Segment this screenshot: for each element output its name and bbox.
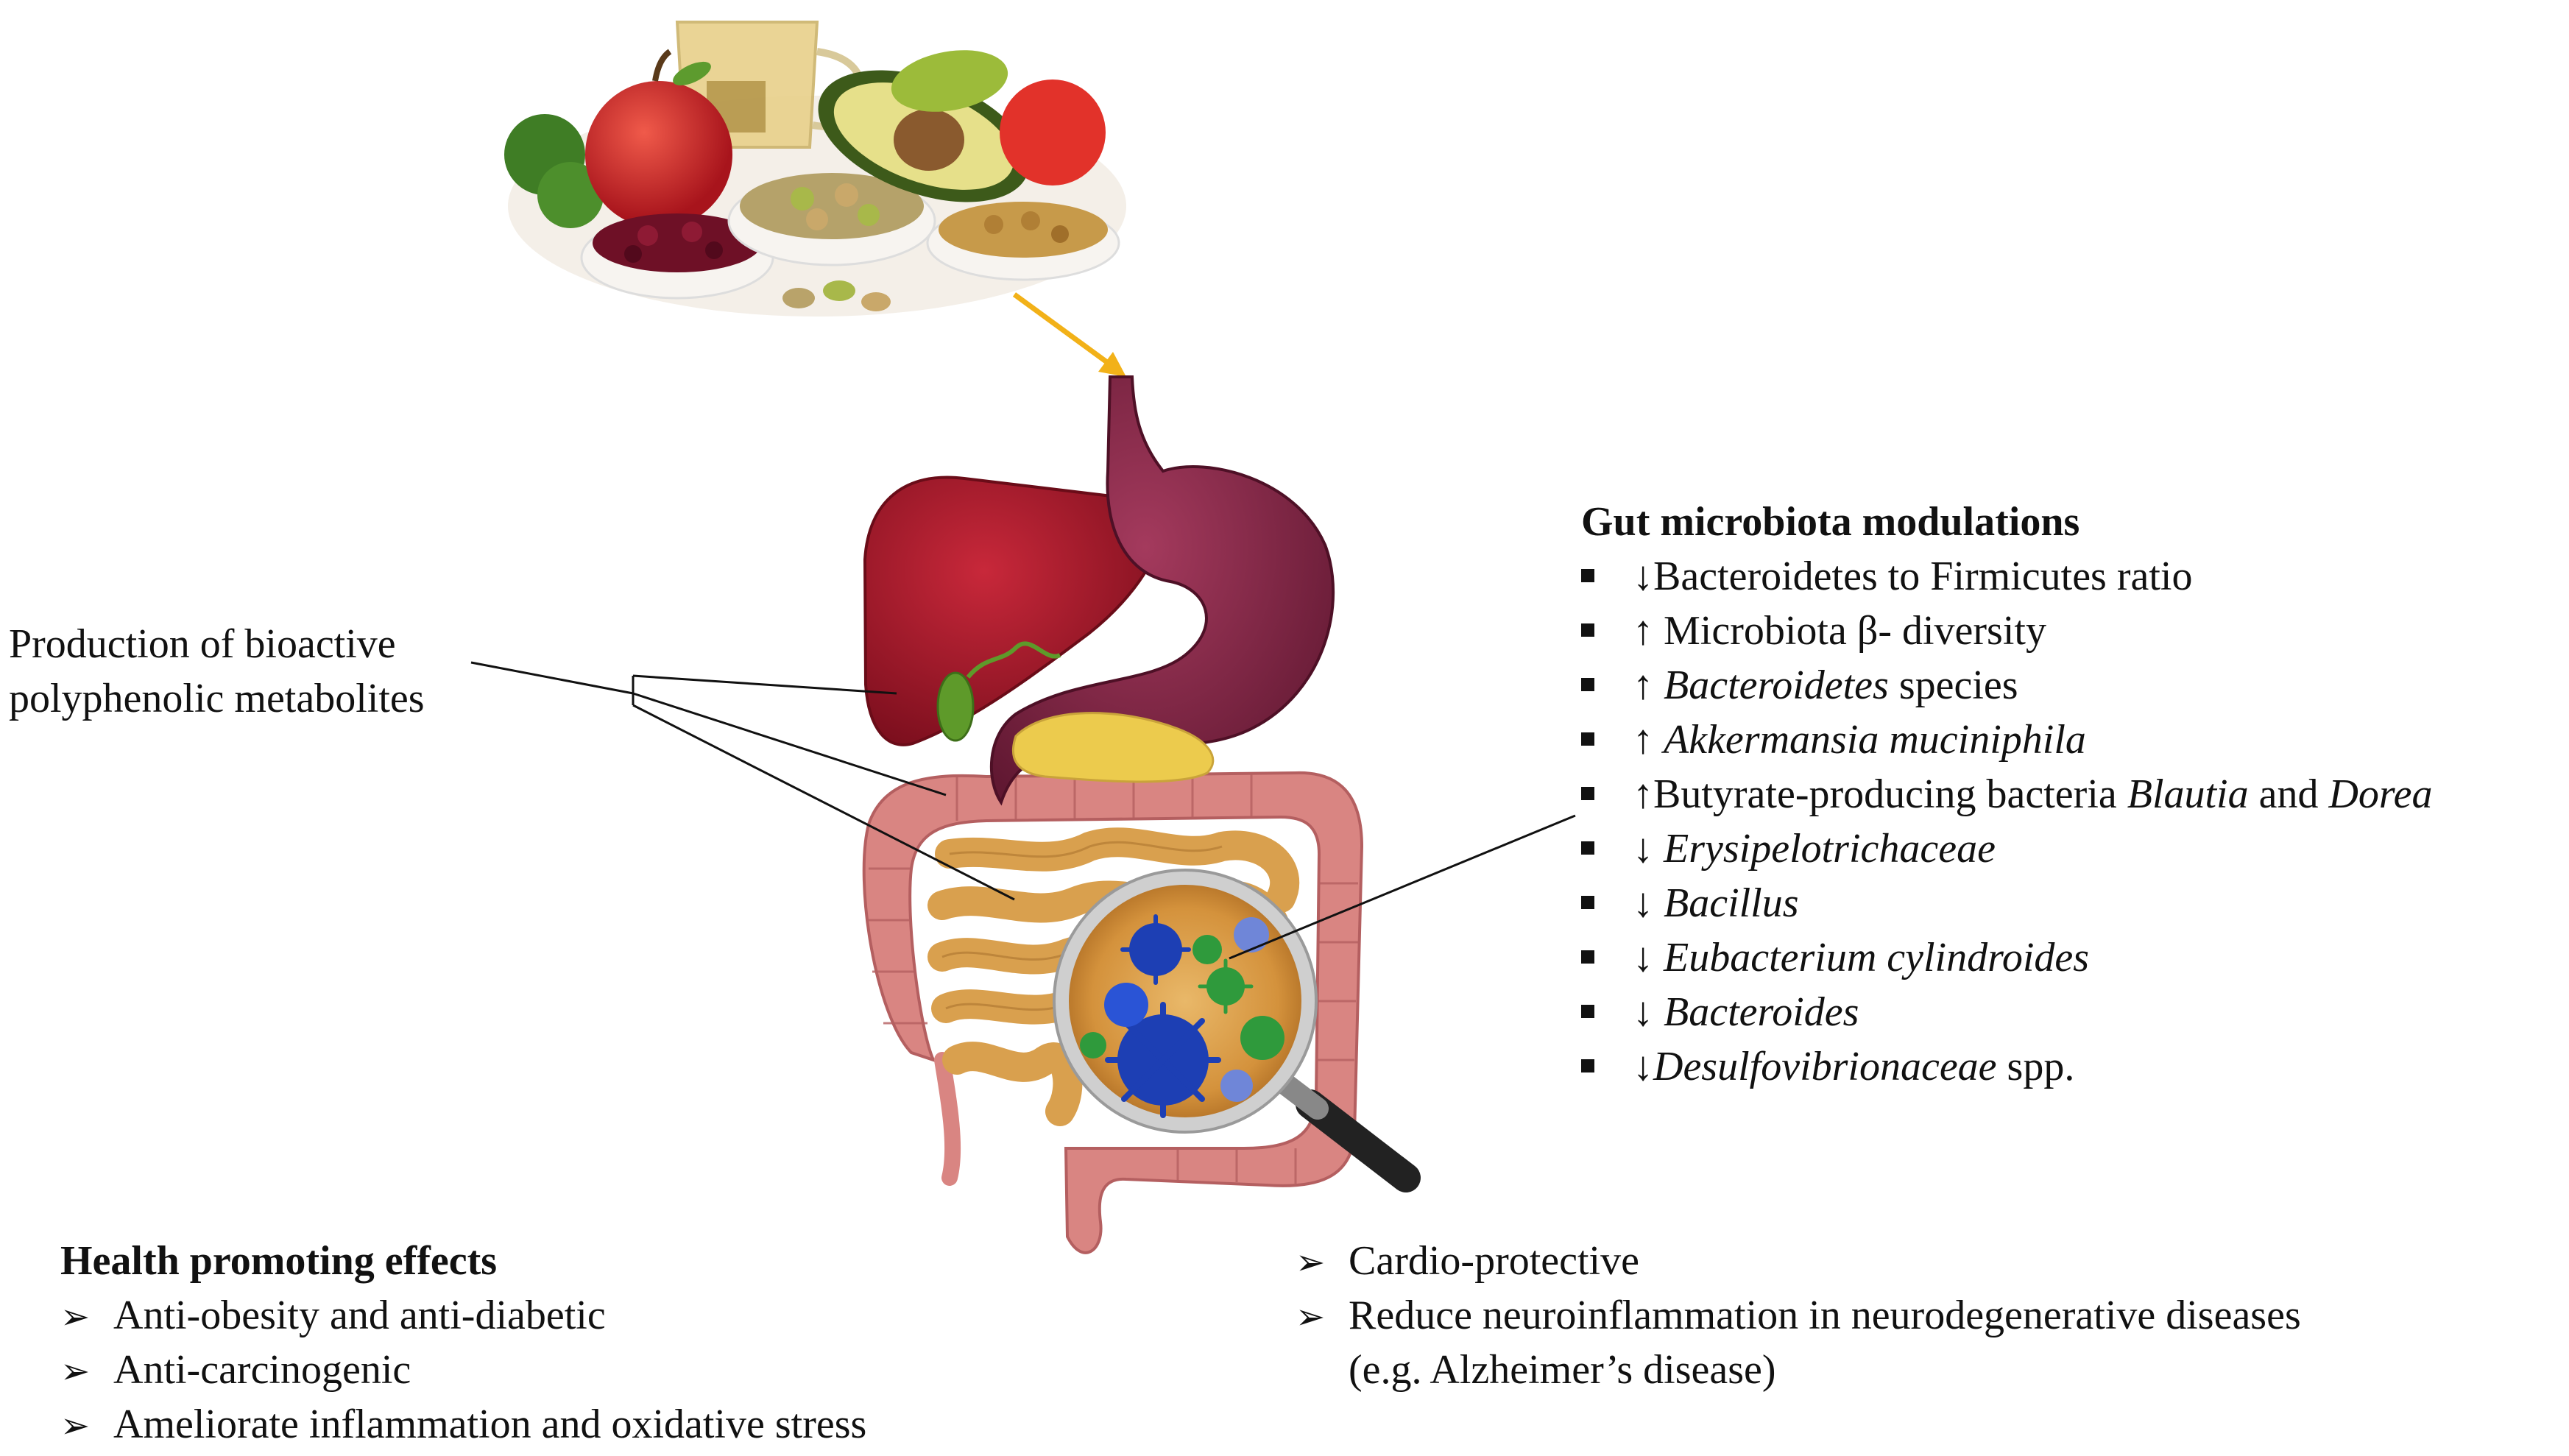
production-label-line: Production of bioactive [9, 621, 396, 667]
microbiota-item: ↑ Microbiota β- diversity [1581, 604, 2433, 658]
trend-arrow: ↑ [1633, 662, 1664, 708]
microbiota-item: ↓Bacteroidetes to Firmicutes ratio [1581, 549, 2433, 604]
chevron-right-icon: ➢ [1296, 1296, 1326, 1337]
microbiota-item-text: and [2248, 771, 2329, 817]
trend-arrow: ↓ [1633, 989, 1664, 1035]
trend-arrow: ↓ [1633, 880, 1664, 926]
food-to-digestion-arrow [1012, 292, 1126, 377]
pancreas [1011, 712, 1215, 783]
food-plate-illustration [504, 21, 1126, 317]
health-item: ➢Anti-obesity and anti-diabetic [60, 1288, 866, 1343]
microbe-icon [1080, 914, 1284, 1118]
chevron-right-icon: ➢ [1296, 1242, 1326, 1283]
microbiota-item-text: Dorea [2328, 771, 2433, 817]
trend-arrow: ↑ [1633, 717, 1664, 763]
health-item-continuation: (e.g. Alzheimer’s disease) [1349, 1347, 1776, 1393]
microbiota-item-text: Bacillus [1664, 880, 1799, 926]
microbiota-item-text: species [1888, 662, 2018, 708]
square-bullet-icon [1581, 1005, 1594, 1019]
square-bullet-icon [1581, 1059, 1594, 1073]
square-bullet-icon [1581, 841, 1594, 855]
microbiota-title: Gut microbiota modulations [1581, 499, 2080, 545]
microbiota-item-text: Bacteroides [1664, 989, 1859, 1035]
chevron-right-icon: ➢ [60, 1296, 91, 1337]
microbiota-item-text: Eubacterium cylindroides [1664, 935, 2090, 980]
chevron-right-icon: ➢ [60, 1351, 91, 1392]
liver [863, 476, 1165, 746]
square-bullet-icon [1581, 678, 1594, 692]
health-effects-panel: Health promoting effects ➢Anti-obesity a… [60, 1234, 866, 1452]
health-title: Health promoting effects [60, 1238, 498, 1284]
trend-arrow: ↑ [1633, 608, 1664, 654]
production-callout-lines [470, 661, 1015, 901]
microbiota-panel: Gut microbiota modulations ↓Bacteroidete… [1581, 495, 2433, 1094]
microbiota-callout-line [1229, 814, 1576, 960]
microbiota-item: ↓ Erysipelotrichaceae [1581, 821, 2433, 876]
trend-arrow: ↑ [1633, 771, 1653, 817]
microbiota-item-text: Erysipelotrichaceae [1664, 826, 1996, 872]
health-item: ➢Reduce neuroinflammation in neurodegene… [1296, 1288, 2301, 1343]
health-effects-panel-right: ➢Cardio-protective ➢Reduce neuroinflamma… [1296, 1234, 2301, 1397]
microbiota-item-text: Akkermansia muciniphila [1664, 717, 2086, 763]
microbiota-item-text: Microbiota β- diversity [1664, 608, 2046, 654]
trend-arrow: ↓ [1633, 554, 1653, 599]
trend-arrow: ↓ [1633, 935, 1664, 980]
microbiota-item-text: Desulfovibrionaceae [1653, 1044, 1997, 1089]
square-bullet-icon [1581, 787, 1594, 801]
microbiota-item-text: Bacteroidetes to Firmicutes ratio [1653, 554, 2193, 599]
microbiota-item-text: spp. [1996, 1044, 2075, 1089]
trend-arrow: ↓ [1633, 826, 1664, 872]
production-label-line: polyphenolic metabolites [9, 676, 425, 721]
square-bullet-icon [1581, 950, 1594, 964]
trend-arrow: ↓ [1633, 1044, 1653, 1089]
microbiota-item-text: Blautia [2127, 771, 2249, 817]
microbiota-item: ↑ Akkermansia muciniphila [1581, 713, 2433, 767]
microbiota-item: ↓ Eubacterium cylindroides [1581, 930, 2433, 985]
production-label: Production of bioactive polyphenolic met… [9, 617, 425, 726]
microbiota-item: ↓ Bacillus [1581, 876, 2433, 930]
square-bullet-icon [1581, 732, 1594, 746]
microbiota-item-text: Bacteroidetes [1664, 662, 1889, 708]
colon [862, 771, 1364, 1254]
digestive-system-illustration [862, 375, 1364, 1254]
square-bullet-icon [1581, 623, 1594, 637]
microbiota-item: ↑Butyrate-producing bacteria Blautia and… [1581, 767, 2433, 821]
microbiota-item: ↓ Bacteroides [1581, 985, 2433, 1039]
square-bullet-icon [1581, 569, 1594, 583]
microbiota-item: ↓Desulfovibrionaceae spp. [1581, 1039, 2433, 1094]
gallbladder [936, 671, 975, 742]
health-item: ➢Anti-carcinogenic [60, 1343, 866, 1397]
magnifier-icon [1053, 869, 1421, 1192]
microbiota-item-text: Butyrate-producing bacteria [1653, 771, 2127, 817]
square-bullet-icon [1581, 896, 1594, 910]
health-item: ➢Ameliorate inflammation and oxidative s… [60, 1397, 866, 1452]
microbiota-list: ↓Bacteroidetes to Firmicutes ratio↑ Micr… [1581, 549, 2433, 1094]
microbiota-item: ↑ Bacteroidetes species [1581, 658, 2433, 713]
chevron-right-icon: ➢ [60, 1405, 91, 1446]
health-item: ➢Cardio-protective [1296, 1234, 2301, 1288]
